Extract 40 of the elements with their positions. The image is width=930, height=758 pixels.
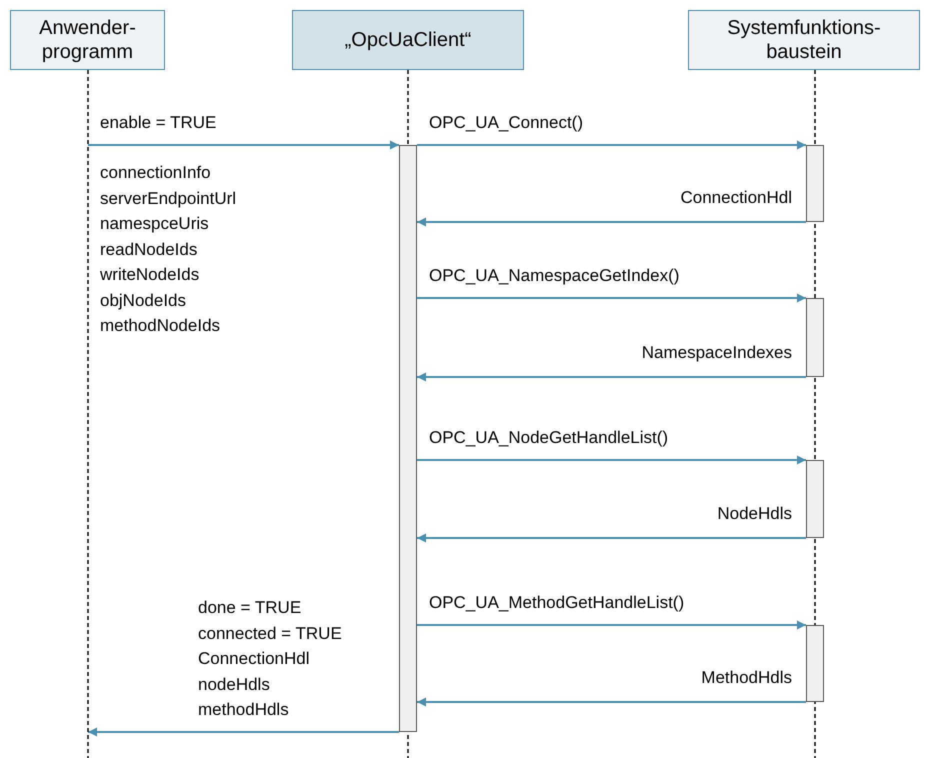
parameter-label: readNodeIds xyxy=(100,240,198,260)
parameter-label: methodHdls xyxy=(198,700,289,720)
lifeline-header: Anwender-programm xyxy=(10,10,165,70)
message-arrow xyxy=(417,456,806,464)
lifeline xyxy=(85,70,91,758)
lifeline-header: „OpcUaClient“ xyxy=(292,10,524,70)
message-arrow xyxy=(417,218,806,226)
activation-bar xyxy=(399,145,417,732)
activation-bar xyxy=(806,460,824,538)
activation-bar xyxy=(806,298,824,377)
activation-bar xyxy=(806,145,824,222)
parameter-label: done = TRUE xyxy=(198,598,302,618)
message-label: enable = TRUE xyxy=(100,113,216,133)
message-label: OPC_UA_Connect() xyxy=(429,113,584,133)
parameter-label: namespceUris xyxy=(100,214,209,234)
message-arrow xyxy=(88,140,399,150)
message-arrow xyxy=(88,728,399,736)
message-label: OPC_UA_NodeGetHandleList() xyxy=(429,428,668,448)
parameter-label: objNodeIds xyxy=(100,290,186,310)
parameter-label: writeNodeIds xyxy=(100,265,200,285)
parameter-label: connected = TRUE xyxy=(198,624,342,644)
message-label: MethodHdls xyxy=(701,668,792,688)
lifeline-header: Systemfunktions-baustein xyxy=(688,10,920,70)
parameter-label: connectionInfo xyxy=(100,163,211,183)
parameter-label: serverEndpointUrl xyxy=(100,188,236,208)
message-label: NodeHdls xyxy=(717,504,792,524)
message-arrow xyxy=(417,534,806,542)
message-label: ConnectionHdl xyxy=(680,188,792,208)
parameter-label: ConnectionHdl xyxy=(198,649,310,669)
activation-bar xyxy=(806,625,824,702)
message-arrow xyxy=(417,698,806,706)
message-arrow xyxy=(417,372,806,382)
message-arrow xyxy=(417,620,806,630)
parameter-label: methodNodeIds xyxy=(100,316,220,336)
message-arrow xyxy=(417,294,806,302)
message-arrow xyxy=(417,140,806,150)
message-label: NamespaceIndexes xyxy=(642,343,792,363)
parameter-label: nodeHdls xyxy=(198,674,270,694)
message-label: OPC_UA_NamespaceGetIndex() xyxy=(429,266,680,286)
message-label: OPC_UA_MethodGetHandleList() xyxy=(429,593,684,613)
